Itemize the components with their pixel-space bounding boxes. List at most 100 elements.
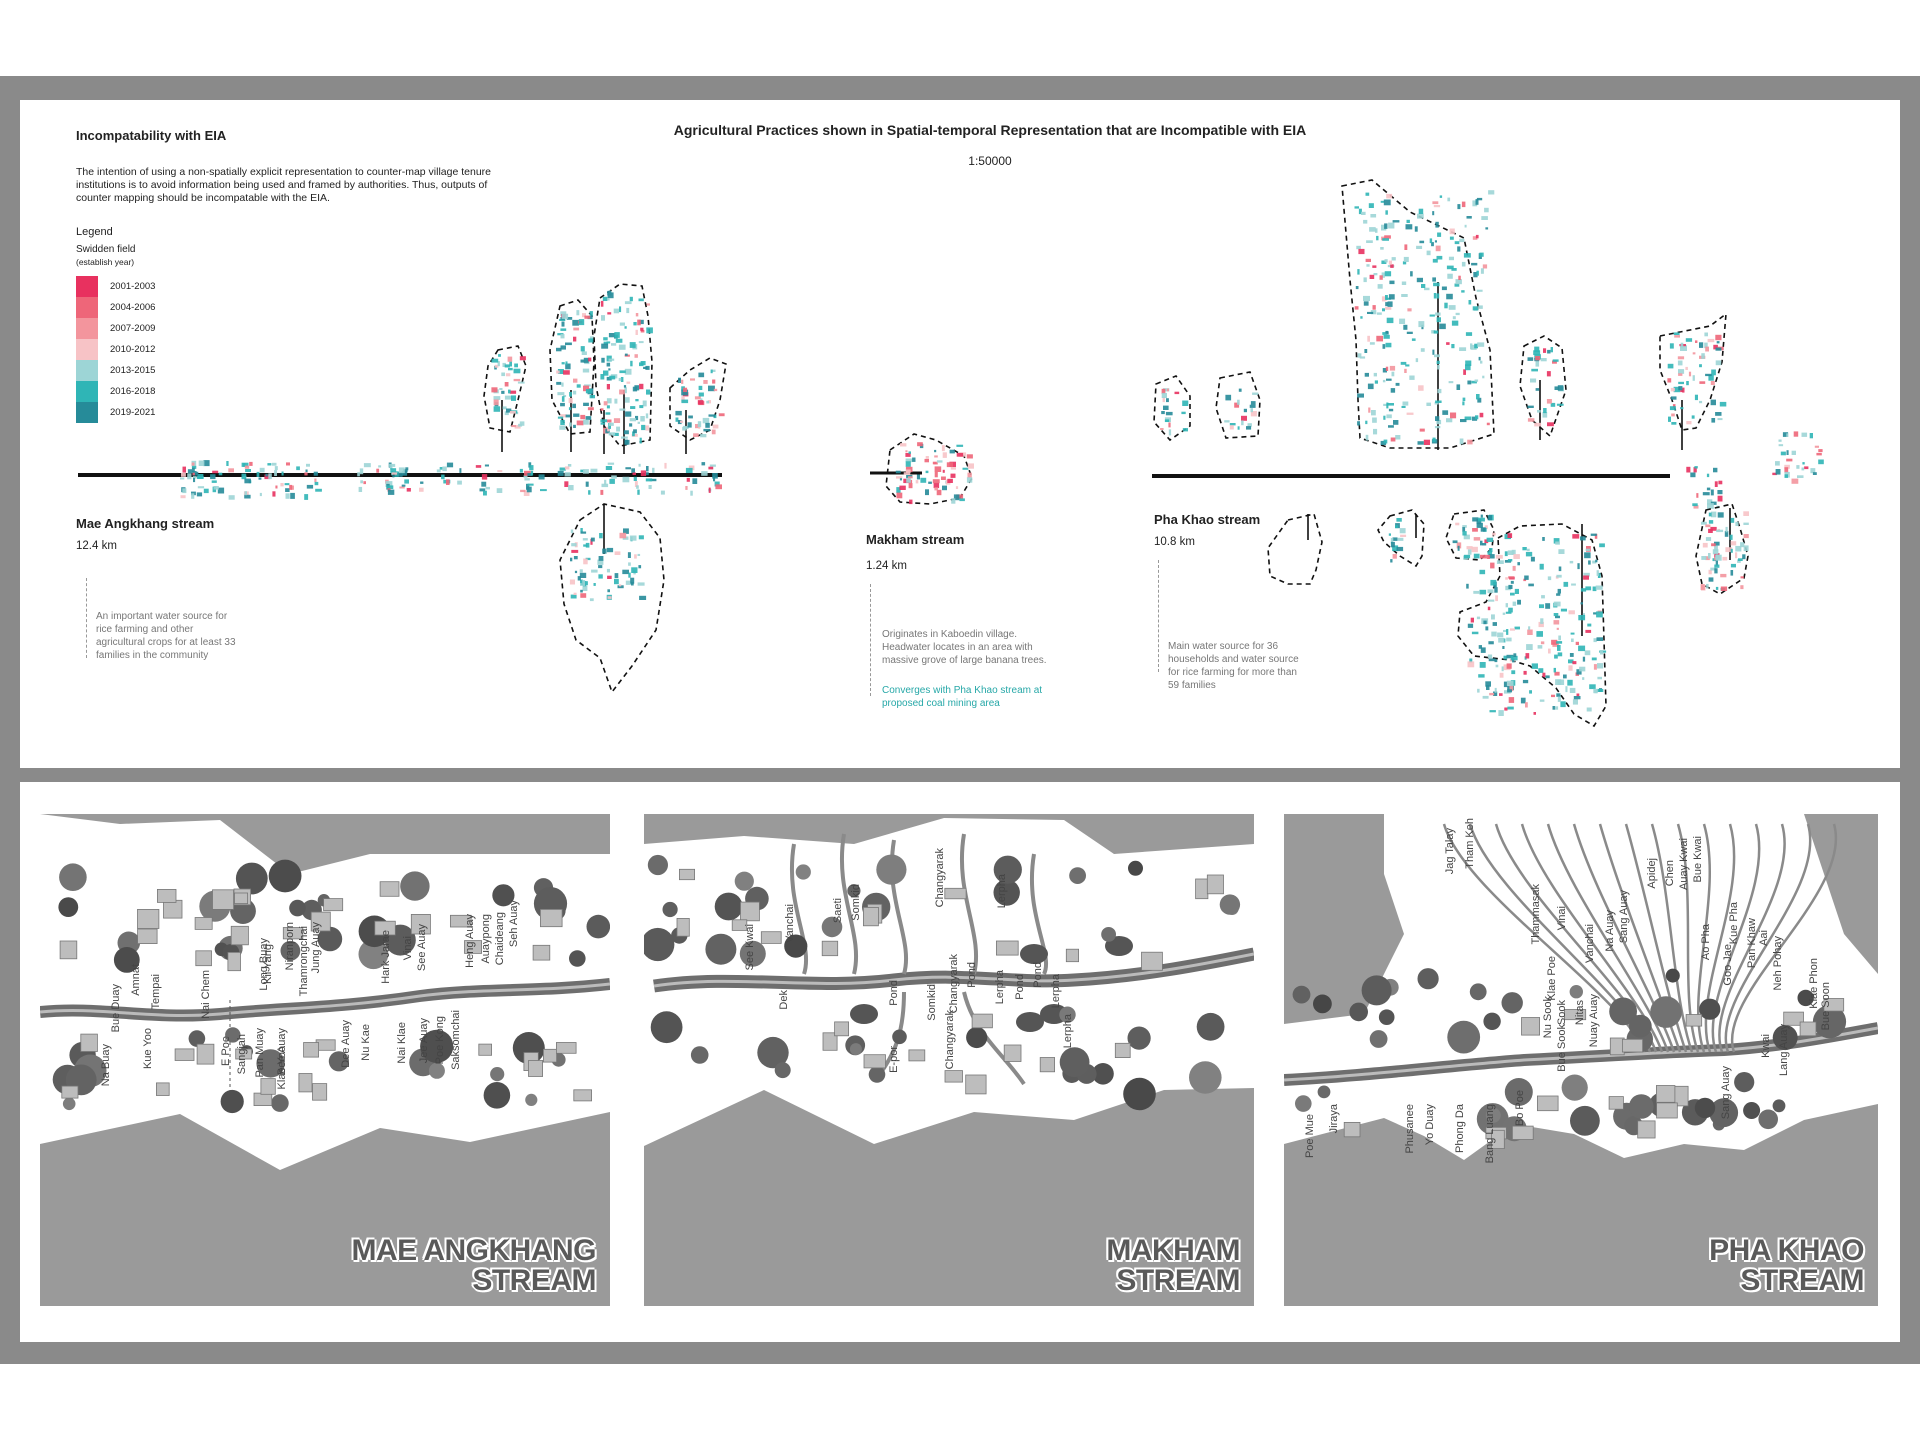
swidden-field <box>697 421 702 428</box>
swidden-field <box>1740 585 1744 590</box>
swidden-field <box>523 490 530 496</box>
swidden-field <box>180 477 185 480</box>
swidden-field <box>259 492 262 497</box>
swidden-field <box>607 462 615 465</box>
swidden-field <box>1585 629 1592 633</box>
swidden-field <box>560 345 566 350</box>
swidden-field <box>1376 312 1382 315</box>
swidden-field <box>505 373 511 377</box>
swidden-field <box>600 419 608 423</box>
swidden-field <box>1804 466 1809 470</box>
swidden-field <box>1385 210 1388 215</box>
swidden-field <box>1473 553 1480 559</box>
swidden-field <box>1707 503 1714 509</box>
swidden-field <box>1381 296 1387 302</box>
swidden-field <box>1400 534 1407 537</box>
swidden-field <box>1360 316 1363 319</box>
swidden-field <box>1540 358 1547 362</box>
tree <box>569 950 586 967</box>
swidden-field <box>497 361 500 367</box>
swidden-field <box>213 486 219 490</box>
swidden-field <box>187 473 192 480</box>
swidden-field <box>1451 268 1457 271</box>
swidden-field <box>569 422 572 427</box>
swidden-field <box>1563 674 1567 679</box>
swidden-field <box>1700 521 1707 525</box>
swidden-field <box>1554 386 1559 390</box>
swidden-field <box>1447 273 1453 279</box>
swidden-field <box>1376 335 1383 342</box>
swidden-field <box>622 476 630 483</box>
swidden-field <box>1691 415 1695 419</box>
swidden-field <box>1454 283 1460 287</box>
swidden-field <box>1393 420 1399 425</box>
swidden-field <box>479 488 486 492</box>
swidden-field <box>584 315 591 319</box>
swidden-field <box>1705 373 1712 377</box>
swidden-field <box>1229 423 1236 426</box>
swidden-field <box>579 569 583 573</box>
swidden-field <box>244 465 250 469</box>
swidden-field <box>519 356 526 361</box>
swidden-field <box>1522 547 1527 551</box>
household-label: Bue Kwai <box>1692 836 1704 883</box>
legend-swatch <box>76 402 98 423</box>
swidden-field <box>1490 579 1497 586</box>
swidden-field <box>582 585 588 591</box>
swidden-field <box>899 485 906 490</box>
swidden-field <box>1537 410 1541 413</box>
panel-title-mae-angkhang: MAE ANGKHANG STREAM <box>351 1236 596 1296</box>
swidden-field <box>609 478 615 484</box>
swidden-field <box>1168 429 1172 436</box>
swidden-field <box>1385 330 1389 334</box>
tree <box>1189 1061 1222 1094</box>
swidden-field <box>605 412 611 415</box>
swidden-field <box>557 392 565 396</box>
swidden-field <box>713 475 716 482</box>
tree <box>420 1029 454 1063</box>
legend-swatch <box>76 339 98 360</box>
swidden-field <box>569 579 575 585</box>
swidden-field <box>1457 246 1461 252</box>
swidden-field <box>1166 398 1169 403</box>
swidden-field <box>1386 402 1389 409</box>
swidden-field <box>197 486 205 489</box>
pond <box>1105 936 1133 956</box>
swidden-field <box>1363 295 1370 301</box>
household-label: Nai Chem <box>200 970 212 1019</box>
swidden-field <box>1548 648 1551 654</box>
swidden-field <box>1534 422 1542 427</box>
swidden-field <box>614 398 618 404</box>
swidden-field <box>1382 238 1389 241</box>
swidden-field <box>481 474 488 480</box>
swidden-field <box>1580 588 1587 592</box>
household-label: Changyarak <box>948 954 960 1014</box>
tree <box>268 859 302 893</box>
household-label: Lerpha <box>1062 1014 1074 1049</box>
swidden-field <box>1252 392 1259 395</box>
swidden-field <box>245 469 251 472</box>
swidden-field <box>1784 464 1790 469</box>
swidden-field <box>683 387 688 392</box>
swidden-field <box>607 298 610 301</box>
swidden-field <box>1417 213 1424 219</box>
swidden-field <box>1384 271 1392 277</box>
swidden-field <box>708 385 715 392</box>
swidden-field <box>1527 405 1534 408</box>
swidden-field <box>1576 669 1582 675</box>
swidden-field <box>580 528 583 533</box>
field-plot <box>1685 1014 1703 1027</box>
swidden-field <box>1780 451 1786 456</box>
village-boundary <box>1267 513 1323 585</box>
swidden-field <box>600 374 605 380</box>
swidden-field <box>436 469 441 473</box>
swidden-field <box>1596 611 1603 618</box>
swidden-field <box>1395 435 1401 440</box>
swidden-field <box>1406 219 1410 223</box>
field-plot <box>834 1021 850 1037</box>
swidden-field <box>1371 410 1376 416</box>
swidden-field <box>638 535 644 540</box>
swidden-field <box>607 596 612 599</box>
swidden-field <box>603 341 608 345</box>
